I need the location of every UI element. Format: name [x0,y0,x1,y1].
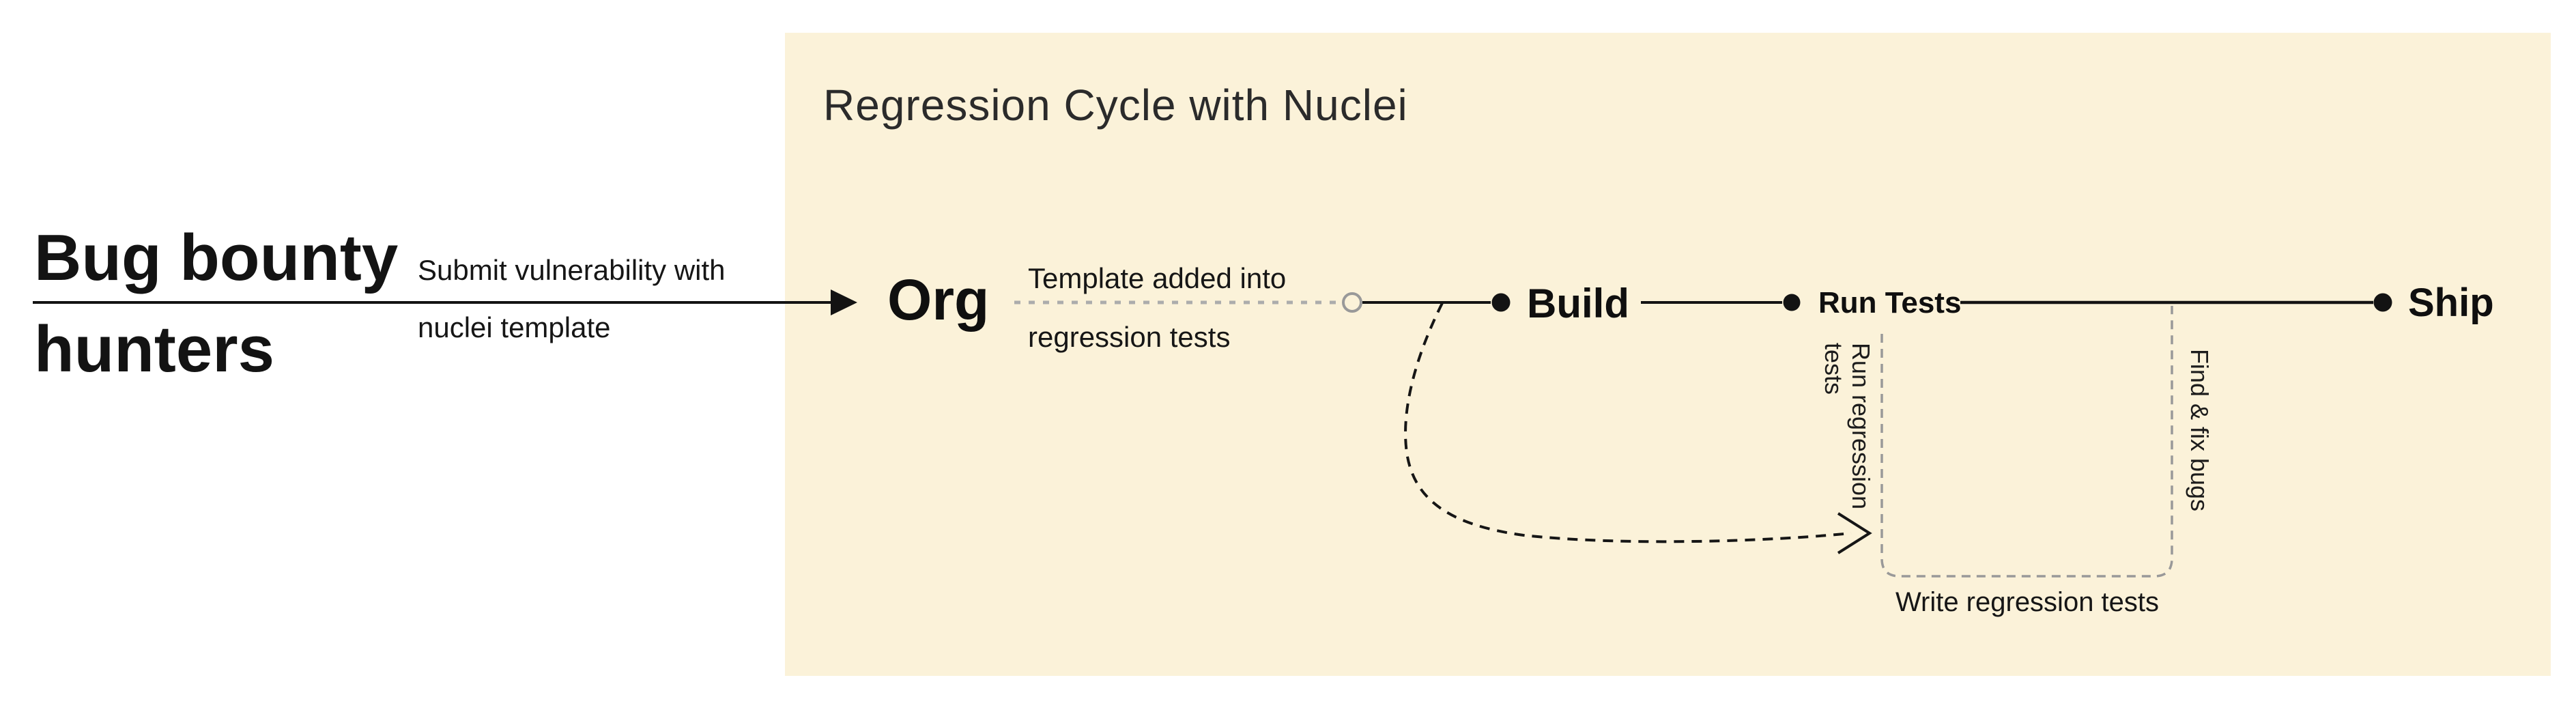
actor-heading-line1: Bug bounty [34,221,399,294]
node-run-tests: Run Tests [1818,286,1962,320]
build-node-dot-icon [1491,293,1511,312]
panel-title: Regression Cycle with Nuclei [823,81,1408,130]
actor-arrow-head-icon [831,289,857,315]
ship-node-dot-icon [2373,293,2392,312]
write-tests-bracket [1880,306,2173,578]
template-added-label-line2: regression tests [1028,321,1231,353]
node-org: Org [887,268,990,332]
regression-cycle-panel [785,33,2551,676]
template-added-label-line1: Template added into [1028,262,1287,294]
actor-heading-line2: hunters [34,313,275,386]
submit-arrow-label-line1: Submit vulnerability with [418,254,726,286]
write-regression-tests-label: Write regression tests [1895,587,2160,617]
submit-arrow-label-line2: nuclei template [418,311,611,343]
run-tests-node-dot-icon [1783,294,1801,311]
node-build: Build [1527,281,1629,326]
merge-circle-icon [1342,292,1362,313]
dashed-arrow-head-icon [1837,512,1872,554]
run-regression-vertical-label: Run regression tests [1820,342,1875,510]
node-ship: Ship [2408,281,2494,325]
feedback-dashed-curve [1404,302,1852,543]
find-fix-vertical-label: Find & fix bugs [2186,348,2214,512]
